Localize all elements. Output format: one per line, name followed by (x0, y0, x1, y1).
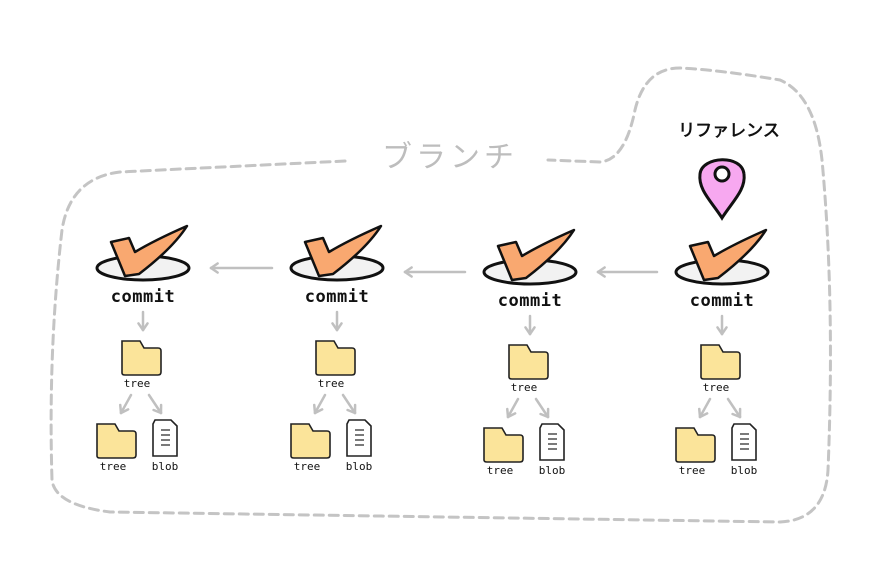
tree-to-subtree-arrow (506, 397, 520, 419)
reference-pin-icon (698, 158, 746, 221)
blob-file-icon (539, 423, 565, 461)
tree-folder-icon (700, 344, 741, 380)
blob-label: blob (730, 464, 758, 477)
blob-label: blob (345, 460, 373, 473)
blob-file-icon (346, 419, 372, 457)
commit-icon (95, 224, 191, 282)
commit-to-tree-arrow (524, 314, 536, 336)
commit-label: commit (110, 287, 176, 307)
tree-label: tree (510, 381, 538, 394)
subtree-folder-icon (483, 427, 524, 463)
commit-label: commit (497, 291, 563, 311)
tree-folder-icon (121, 340, 162, 376)
blob-file-icon (731, 423, 757, 461)
commit-to-tree-arrow (137, 310, 149, 332)
tree-to-subtree-arrow (119, 393, 133, 415)
commit-icon (674, 228, 770, 286)
tree-to-blob-arrow (726, 397, 742, 419)
tree-label: tree (317, 377, 345, 390)
parent-commit-arrow (209, 262, 274, 274)
subtree-label: tree (678, 464, 706, 477)
tree-folder-icon (315, 340, 356, 376)
branch-label: ブランチ (382, 140, 518, 175)
blob-file-icon (152, 419, 178, 457)
tree-to-blob-arrow (534, 397, 550, 419)
tree-label: tree (123, 377, 151, 390)
commit-icon (482, 228, 578, 286)
tree-label: tree (702, 381, 730, 394)
reference-label: リファレンス (678, 121, 780, 141)
commit-label: commit (689, 291, 755, 311)
subtree-folder-icon (290, 423, 331, 459)
blob-label: blob (151, 460, 179, 473)
tree-to-subtree-arrow (313, 393, 327, 415)
parent-commit-arrow (596, 266, 659, 278)
commit-label: commit (304, 287, 370, 307)
tree-to-blob-arrow (147, 393, 163, 415)
subtree-folder-icon (675, 427, 716, 463)
subtree-label: tree (486, 464, 514, 477)
commit-to-tree-arrow (716, 314, 728, 336)
commit-to-tree-arrow (331, 310, 343, 332)
tree-folder-icon (508, 344, 549, 380)
blob-label: blob (538, 464, 566, 477)
parent-commit-arrow (403, 266, 467, 278)
tree-to-subtree-arrow (698, 397, 712, 419)
branch-boundary (49, 66, 832, 524)
tree-to-blob-arrow (341, 393, 357, 415)
subtree-folder-icon (96, 423, 137, 459)
subtree-label: tree (99, 460, 127, 473)
subtree-label: tree (293, 460, 321, 473)
commit-icon (289, 224, 385, 282)
